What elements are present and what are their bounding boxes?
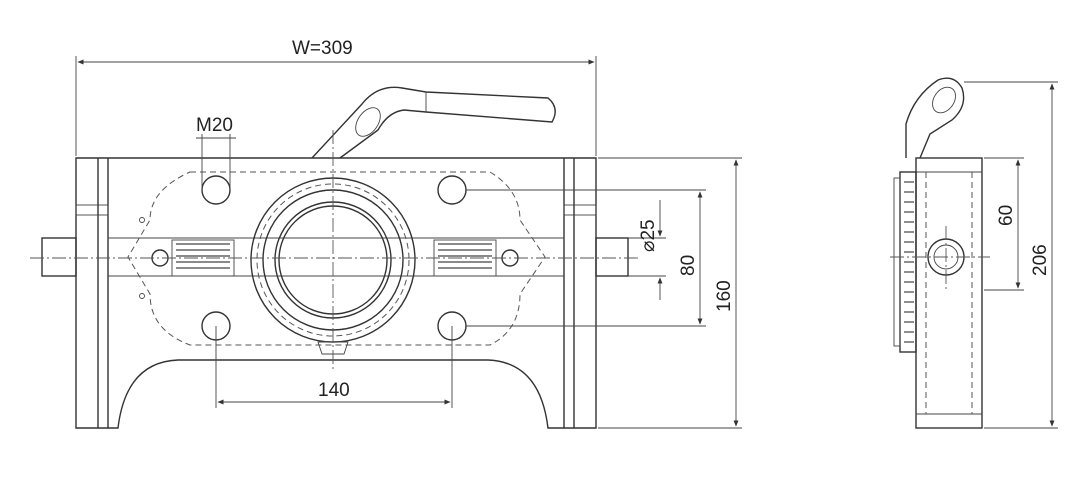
- axle-pin: [41, 237, 629, 277]
- side-dimensions: 60 206: [964, 81, 1058, 429]
- handle: [311, 86, 556, 159]
- right-side-rail: [563, 158, 597, 428]
- internal-plate-dashed: [127, 171, 546, 346]
- side-view: [890, 77, 990, 429]
- dim-body-height: 160: [714, 280, 735, 312]
- dim-bore: ⌀25: [638, 219, 659, 252]
- dim-width: W=309: [292, 38, 353, 59]
- front-view: [30, 86, 640, 429]
- hole-top-left: [201, 175, 231, 205]
- dim-hole-spacing-v: 80: [678, 255, 699, 276]
- hole-top-right: [437, 175, 467, 205]
- front-dimensions: W=309 M20 140 80 ⌀25 160: [75, 38, 742, 429]
- front-body-outline: [75, 157, 597, 429]
- dim-thread: M20: [196, 115, 233, 136]
- dim-side-total: 206: [1030, 244, 1051, 276]
- side-hatch: [904, 181, 914, 343]
- dim-side-inner: 60: [996, 205, 1017, 226]
- side-handle: [905, 77, 965, 159]
- dim-hole-spacing-h: 140: [318, 380, 350, 401]
- left-side-rail: [75, 158, 109, 428]
